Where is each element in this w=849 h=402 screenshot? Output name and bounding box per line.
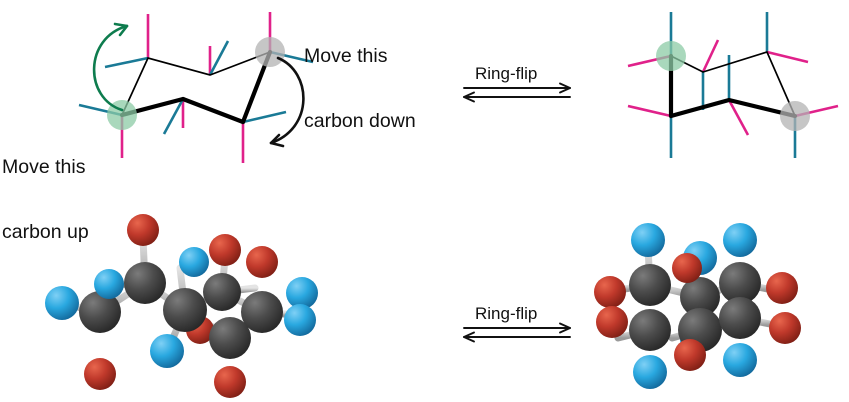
equatorial-atom [674, 339, 706, 371]
equatorial-bond [627, 104, 672, 118]
carbon-atom [209, 317, 251, 359]
axial-atom [633, 355, 667, 389]
equatorial-bond [727, 99, 750, 136]
equatorial-atom [286, 277, 318, 309]
equatorial-bonds-left [78, 40, 314, 135]
carbon-atom [203, 273, 241, 311]
move-up-line1: Move this [2, 155, 86, 178]
equatorial-atom [596, 306, 628, 338]
axial-atom [631, 223, 665, 257]
carbon-atom [79, 291, 121, 333]
ring-flip-label-top: Ring-flip [475, 64, 538, 83]
equatorial-bond [701, 39, 720, 73]
equatorial-atom [594, 276, 626, 308]
ring-skeleton-left [119, 49, 273, 125]
equatorial-atom [45, 286, 79, 320]
equatorial-atom [179, 247, 209, 277]
ring-flip-label-bottom: Ring-flip [475, 304, 538, 323]
axial-atom [723, 343, 757, 377]
axial-atom [127, 214, 159, 246]
carbon-atom [629, 309, 671, 351]
ring-bond-bold [668, 97, 732, 119]
equatorial-bond [242, 110, 287, 124]
equatorial-atom [766, 272, 798, 304]
move-carbon-down-label: Move this carbon down [304, 2, 416, 177]
ring-flip-arrow-bottom [463, 322, 571, 343]
equatorial-atom [672, 253, 702, 283]
highlight-carbon-down [255, 37, 285, 67]
carbon-atom [719, 297, 761, 339]
ring-bond-thin [670, 50, 796, 117]
axial-atom [209, 234, 241, 266]
equatorial-bond [208, 40, 230, 76]
ring-bond-bold [180, 96, 246, 125]
carbon-atom [163, 288, 207, 332]
equatorial-atom [150, 334, 184, 368]
equatorial-bond [766, 50, 809, 64]
ring-bond-thin [121, 51, 271, 116]
carbon-atom [629, 264, 671, 306]
green-move-up-arrow [92, 22, 129, 112]
bottom-right-ball-stick-model [594, 223, 801, 389]
black-move-down-arrow [269, 56, 305, 148]
equatorial-bonds-right [627, 39, 839, 136]
axial-atom [246, 246, 278, 278]
highlight-carbon-moved-up [656, 41, 686, 71]
axial-atom [84, 358, 116, 390]
equatorial-atom [769, 312, 801, 344]
bottom-left-ball-stick-model [45, 214, 318, 398]
axial-bonds-left [120, 12, 272, 163]
ring-flip-arrow-top [463, 82, 571, 103]
equatorial-atom [284, 304, 316, 336]
equatorial-bond [104, 56, 149, 69]
highlight-carbon-moved-down [780, 101, 810, 131]
move-carbon-up-label: Move this carbon up [2, 113, 89, 288]
move-down-line1: Move this [304, 44, 388, 67]
axial-bonds-right [669, 12, 797, 158]
move-down-line2: carbon down [304, 110, 416, 133]
carbon-atom [124, 262, 166, 304]
carbon-atom [719, 262, 761, 304]
move-up-line2: carbon up [2, 221, 89, 244]
axial-atom [214, 366, 246, 398]
axial-atom [723, 223, 757, 257]
equatorial-atom [94, 269, 124, 299]
equatorial-bond [162, 98, 185, 135]
carbon-atom [241, 291, 283, 333]
carbon-atom [680, 277, 720, 317]
